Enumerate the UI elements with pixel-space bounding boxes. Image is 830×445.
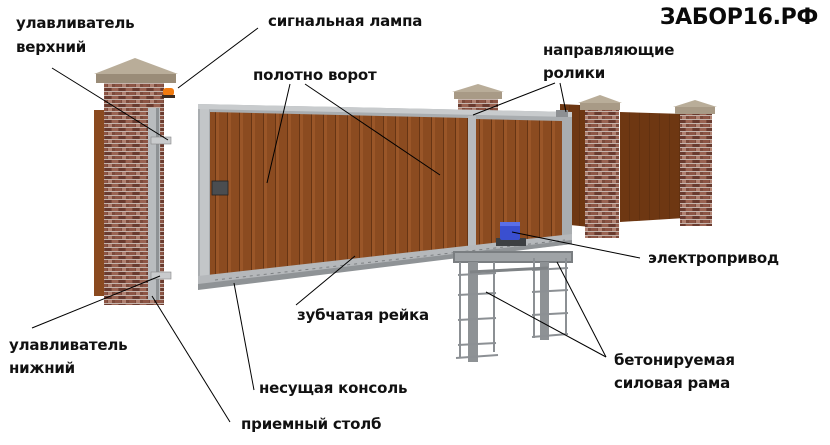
label-catcher-bottom-line2: нижний xyxy=(9,359,75,377)
label-electric-drive: электропривод xyxy=(648,249,779,267)
label-guide-rollers-line1: направляющие xyxy=(543,41,675,59)
bottom-catcher xyxy=(150,271,172,280)
label-catcher-top-line2: верхний xyxy=(16,38,87,56)
leader-lines xyxy=(31,27,641,423)
receiving-post xyxy=(94,58,178,305)
concrete-power-frame xyxy=(453,251,573,362)
label-gate-leaf: полотно ворот xyxy=(253,66,377,84)
brand-logo: ЗАБОР16.РФ xyxy=(659,5,818,30)
fence-pillar xyxy=(578,95,622,238)
label-receiving-post: приемный столб xyxy=(241,415,382,433)
label-catcher-top-line1: улавливатель xyxy=(16,14,135,32)
label-support-console: несущая консоль xyxy=(259,379,408,397)
motor-icon xyxy=(500,222,520,240)
label-signal-lamp: сигнальная лампа xyxy=(268,12,423,30)
signal-lamp-icon xyxy=(163,88,174,96)
fence-pillar xyxy=(452,84,504,111)
guide-roller xyxy=(556,110,568,117)
top-catcher xyxy=(150,136,172,145)
gate-handle xyxy=(211,180,229,196)
label-concrete-frame-line2: силовая рама xyxy=(614,374,731,392)
label-gear-rack: зубчатая рейка xyxy=(297,306,429,324)
label-guide-rollers-line2: ролики xyxy=(543,64,606,82)
fence-pillar xyxy=(673,100,717,226)
label-catcher-bottom-line1: улавливатель xyxy=(9,336,128,354)
electric-drive xyxy=(496,222,526,246)
label-concrete-frame-line1: бетонируемая xyxy=(614,351,735,369)
fence-section-right xyxy=(560,104,685,228)
